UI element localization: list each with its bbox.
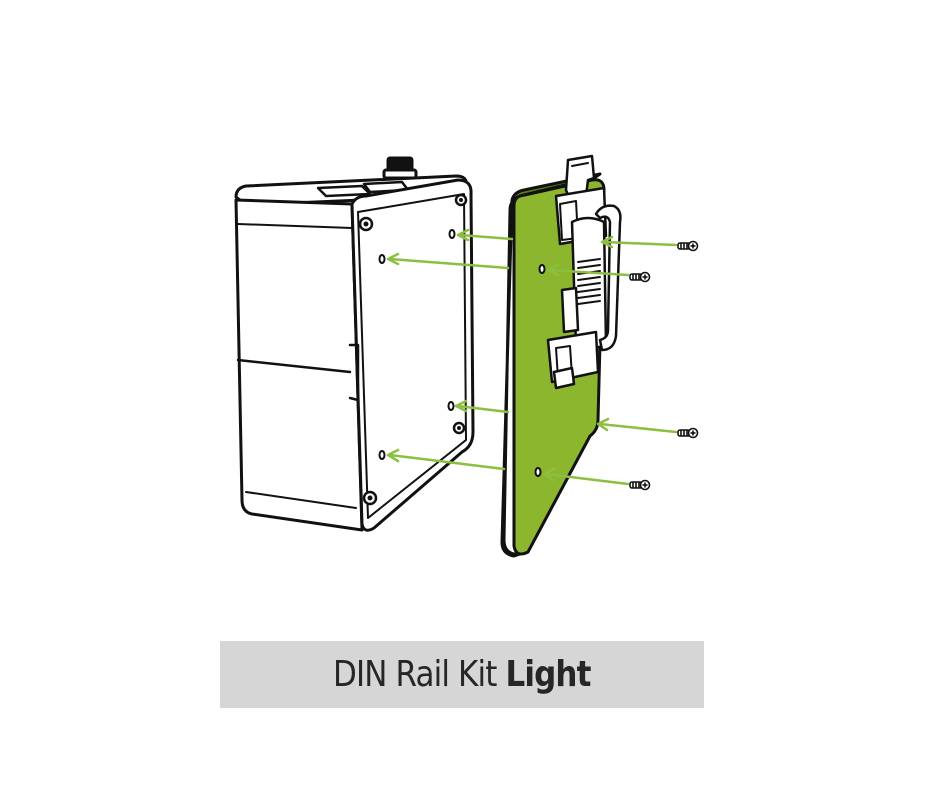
din-rail-kit-illustration (234, 154, 699, 558)
caption-text: DIN Rail Kit Light (333, 654, 591, 695)
arrow-icon (454, 399, 510, 414)
arrow-icon (386, 448, 506, 471)
box-enclosure-icon (234, 156, 475, 532)
arrow-icon (386, 252, 510, 270)
arrow-icon (596, 417, 678, 434)
caption-bold: Light (505, 654, 592, 695)
arrow-icon (600, 235, 678, 249)
screws (629, 240, 699, 491)
caption-bar: DIN Rail Kit Light (220, 641, 704, 708)
screw-icon (629, 271, 651, 283)
arrow-icon (546, 263, 630, 277)
screw-icon (677, 427, 699, 439)
arrow-icon (456, 228, 514, 242)
assembly-arrows (386, 228, 678, 486)
arrow-icon (542, 467, 630, 486)
screw-icon (629, 479, 651, 491)
caption-regular: DIN Rail Kit (333, 654, 497, 695)
antenna-connector-icon (382, 156, 418, 180)
screw-icon (677, 240, 699, 252)
